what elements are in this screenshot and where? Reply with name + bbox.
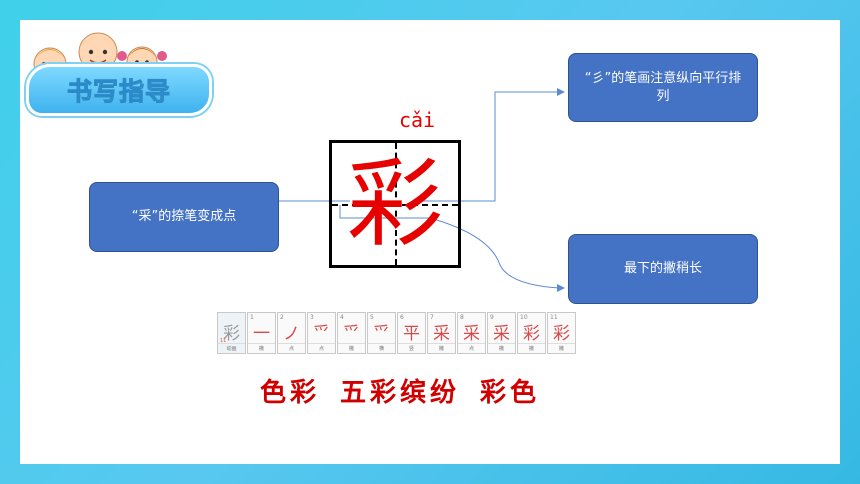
stroke-step-cell: 5 爫横 <box>367 312 396 354</box>
stroke-step-cell: 4 爫撇 <box>337 312 366 354</box>
stroke-number: 6 <box>400 314 404 321</box>
stroke-glyph: 爫 <box>343 324 360 344</box>
stroke-glyph: 彩 <box>553 324 570 344</box>
stroke-step-cell: 7 采撇 <box>427 312 456 354</box>
character-glyph: 彩 <box>347 148 443 260</box>
stroke-number: 4 <box>340 314 344 321</box>
stroke-number: 2 <box>280 314 284 321</box>
annotation-bottom-text: 最下的撇稍长 <box>623 261 702 276</box>
stroke-name: 点 <box>308 343 335 352</box>
header-badge: 书写指导 <box>26 64 212 116</box>
slide-canvas: 书写指导 “采”的捺笔变成点 “彡”的笔画注意纵向平行排列 最下的撇稍长 cǎi… <box>20 20 840 464</box>
stroke-name: 动画 <box>218 343 245 352</box>
stroke-glyph: 彩 <box>223 324 240 344</box>
stroke-step-cell: 6 平竖 <box>397 312 426 354</box>
pinyin-label: cǎi <box>398 108 436 132</box>
vocabulary-word: 色彩 <box>259 378 320 408</box>
stroke-number: 10 <box>520 314 528 321</box>
stroke-glyph: 爫 <box>313 324 330 344</box>
stroke-name: 撇 <box>248 343 275 352</box>
stroke-name: 撇 <box>338 343 365 352</box>
stroke-glyph: 一 <box>253 324 270 344</box>
stroke-glyph: 平 <box>403 324 420 344</box>
annotation-top-box: “彡”的笔画注意纵向平行排列 <box>568 53 758 122</box>
stroke-step-cell: 9 采撇 <box>487 312 516 354</box>
stroke-number: 3 <box>310 314 314 321</box>
vocabulary-words: 色彩五彩缤纷彩色 <box>20 372 780 409</box>
annotation-top-text: “彡”的笔画注意纵向平行排列 <box>584 70 742 104</box>
tian-zi-grid: 彩 <box>329 140 461 268</box>
stroke-step-cell: 10 彩撇 <box>517 312 546 354</box>
vocabulary-word: 彩色 <box>480 378 541 408</box>
header-title: 书写指导 <box>66 77 171 107</box>
stroke-name: 横 <box>368 343 395 352</box>
stroke-number: 1 <box>250 314 254 321</box>
stroke-step-cell: 1 一撇 <box>247 312 276 354</box>
annotation-left-text: “采”的捺笔变成点 <box>131 209 237 224</box>
stroke-name: 撇 <box>548 343 575 352</box>
stroke-number: 8 <box>460 314 464 321</box>
stroke-step-cell: 11 彩撇 <box>547 312 576 354</box>
stroke-number: 9 <box>490 314 494 321</box>
stroke-name: 点 <box>458 343 485 352</box>
stroke-name: 竖 <box>398 343 425 352</box>
stroke-step-cell: 8 采点 <box>457 312 486 354</box>
stroke-number: 7 <box>430 314 434 321</box>
annotation-left-box: “采”的捺笔变成点 <box>89 182 279 252</box>
stroke-glyph: 彩 <box>523 324 540 344</box>
stroke-name: 点 <box>278 343 305 352</box>
stroke-glyph: 采 <box>463 324 480 344</box>
stroke-number: 5 <box>370 314 374 321</box>
stroke-name: 撇 <box>428 343 455 352</box>
stroke-glyph: 采 <box>433 324 450 344</box>
stroke-count-label: 11 <box>220 338 227 344</box>
stroke-name: 撇 <box>518 343 545 352</box>
stroke-glyph: 爫 <box>373 324 390 344</box>
vocabulary-word: 五彩缤纷 <box>339 378 460 408</box>
connector-lines <box>279 88 565 292</box>
stroke-step-cell: 2 ノ点 <box>277 312 306 354</box>
stroke-number: 11 <box>550 314 558 321</box>
stroke-step-cell: 3 爫点 <box>307 312 336 354</box>
annotation-bottom-box: 最下的撇稍长 <box>568 234 758 304</box>
stroke-glyph: ノ <box>283 324 300 344</box>
stroke-glyph: 采 <box>493 324 510 344</box>
grid-horizontal-guide <box>332 204 458 206</box>
stroke-name: 撇 <box>488 343 515 352</box>
